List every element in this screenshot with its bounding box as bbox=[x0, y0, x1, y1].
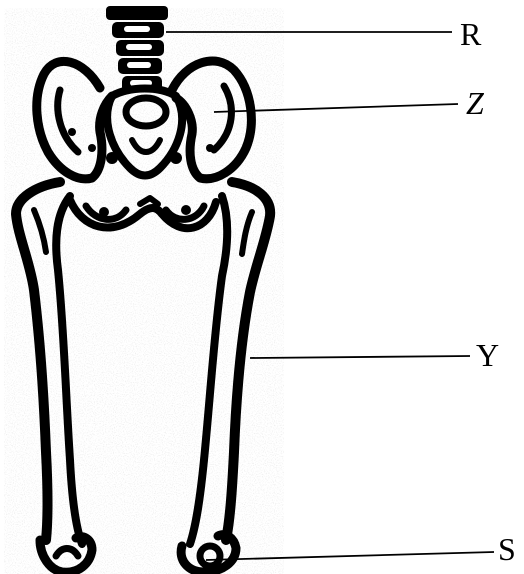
label-y: Y bbox=[476, 337, 499, 373]
label-z: Z bbox=[466, 85, 485, 121]
label-s: S bbox=[498, 531, 516, 567]
label-r: R bbox=[460, 16, 482, 52]
